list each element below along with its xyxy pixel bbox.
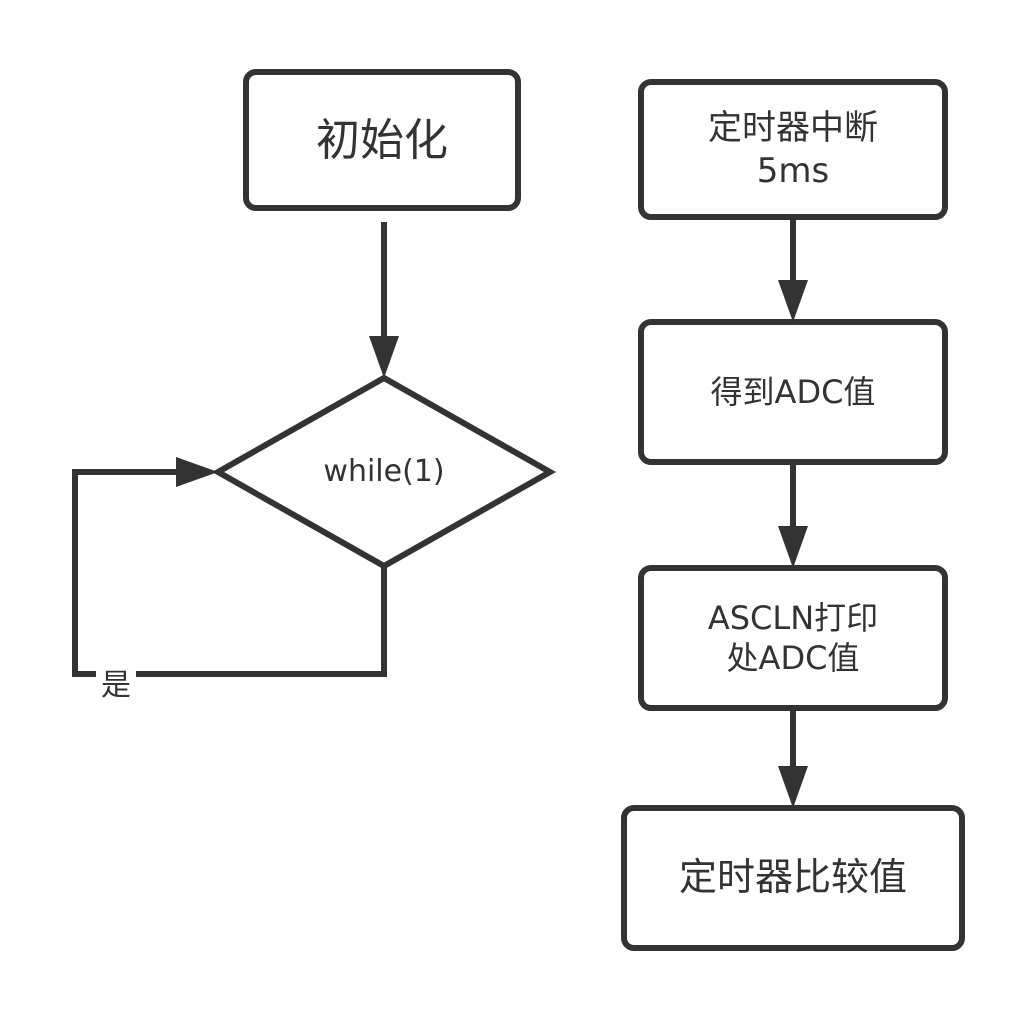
init-box: [243, 69, 521, 211]
step-label-4: 定时器比较值: [678, 855, 907, 900]
init-label: 初始化: [316, 114, 448, 166]
arrowhead-icon: [176, 457, 218, 487]
step-label-1: 定时器中断 5ms: [708, 108, 878, 191]
loop-back-connector: [72, 469, 387, 677]
arrowhead-icon: [778, 526, 808, 568]
step-label-2: 得到ADC值: [710, 373, 876, 411]
arrowhead-icon: [778, 766, 808, 808]
arrowhead-icon: [778, 280, 808, 322]
loop-condition-label: while(1): [323, 454, 445, 490]
arrowhead-icon: [369, 336, 399, 378]
loop-yes-label: 是: [96, 666, 136, 706]
step-label-3: ASCLN打印 处ADC值: [707, 599, 879, 677]
loop-decision-diamond: [211, 374, 557, 570]
